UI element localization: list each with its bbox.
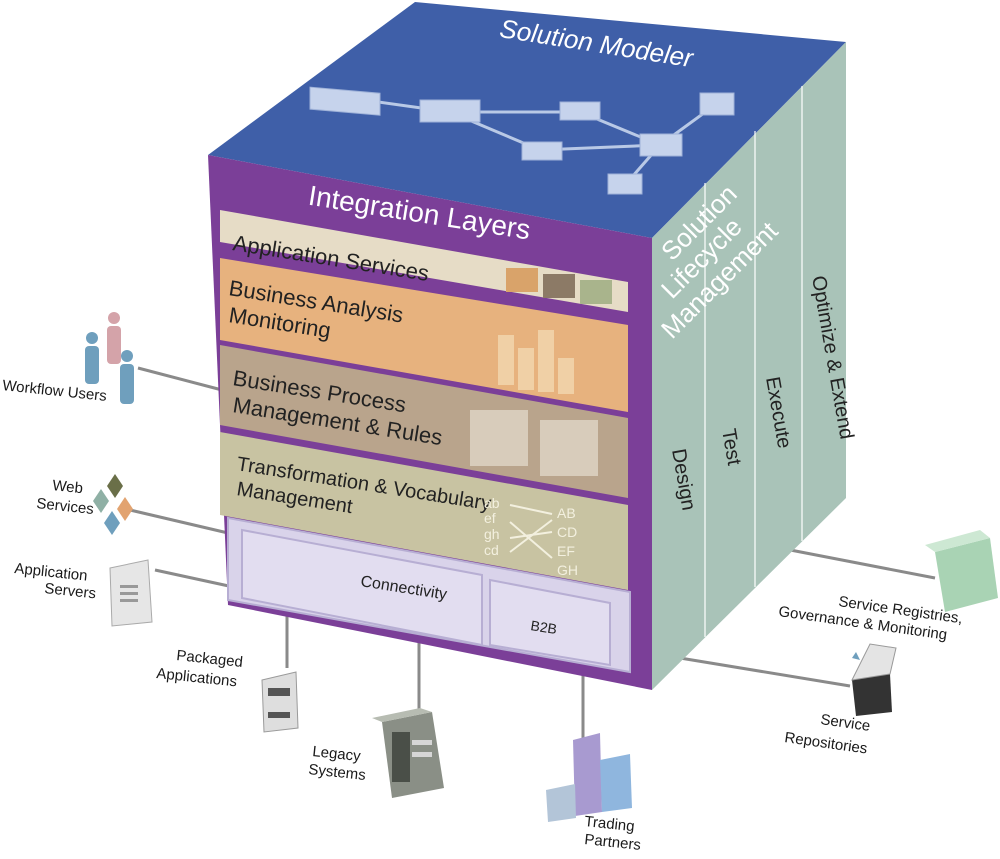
layer-transformation-vocabulary (220, 432, 628, 590)
process-flow-icon (470, 410, 528, 466)
vocab-left-term: ef (484, 510, 496, 526)
legacy-system-icon (372, 708, 444, 798)
service-repository-icon (851, 643, 897, 716)
flow-node (699, 92, 735, 116)
flow-node (521, 141, 563, 161)
vocab-left-term: ab (484, 495, 500, 511)
b2b-panel (489, 578, 611, 667)
vocab-left-terms: ab ef gh cd (484, 495, 500, 558)
trading-partners-icon (546, 733, 632, 822)
workflow-users-icon (85, 312, 134, 404)
app-services-icons (506, 268, 612, 304)
application-server-icon (109, 559, 153, 627)
connectivity-panel (241, 528, 483, 647)
star-icon (852, 652, 860, 660)
bar-chart-icon (498, 330, 574, 394)
vocab-right-terms: AB CD EF GH (557, 505, 578, 578)
label-app-servers-line2: Servers (44, 580, 97, 602)
vocab-left-term: cd (484, 542, 499, 558)
chart-icon (506, 268, 538, 292)
repositories-connector (679, 656, 851, 688)
vocab-right-term: AB (557, 505, 576, 521)
label-legacy-line2: Systems (308, 761, 367, 784)
vocab-right-term: GH (557, 562, 578, 578)
cube-top-face (208, 2, 846, 238)
b2b-label: B2B (530, 617, 559, 637)
label-legacy-line1: Legacy (312, 743, 362, 765)
vocab-left-term: gh (484, 526, 500, 542)
web-services-connector (129, 508, 229, 535)
flow-node (639, 133, 683, 157)
vocab-mapping-lines (509, 504, 553, 559)
label-web-services-line2: Services (36, 495, 95, 518)
workflow-users-connector (137, 366, 223, 392)
vocab-right-term: CD (557, 524, 577, 540)
flow-node (607, 173, 643, 195)
web-services-icon (93, 474, 133, 535)
vocabulary-icon (580, 280, 612, 304)
label-web-services-line1: Web (52, 477, 84, 497)
flowchart-icon (543, 274, 575, 298)
solution-modeler-flow (309, 86, 735, 195)
vocab-right-term: EF (557, 543, 575, 559)
people-rules-icon (540, 420, 598, 476)
label-packaged-line1: Packaged (176, 647, 244, 671)
label-trading-line1: Trading (584, 813, 636, 835)
service-registry-icon (925, 530, 998, 612)
packaged-application-icon (261, 671, 299, 733)
label-repositories-line1: Service (819, 711, 871, 735)
cube-side-face (652, 42, 846, 690)
flow-node (559, 101, 601, 121)
app-servers-connector (154, 568, 239, 590)
flow-node (419, 99, 481, 123)
label-repositories-line2: Repositories (783, 729, 868, 757)
flow-node (309, 86, 381, 116)
registries-connector (779, 546, 936, 580)
label-trading-line2: Partners (584, 831, 642, 854)
